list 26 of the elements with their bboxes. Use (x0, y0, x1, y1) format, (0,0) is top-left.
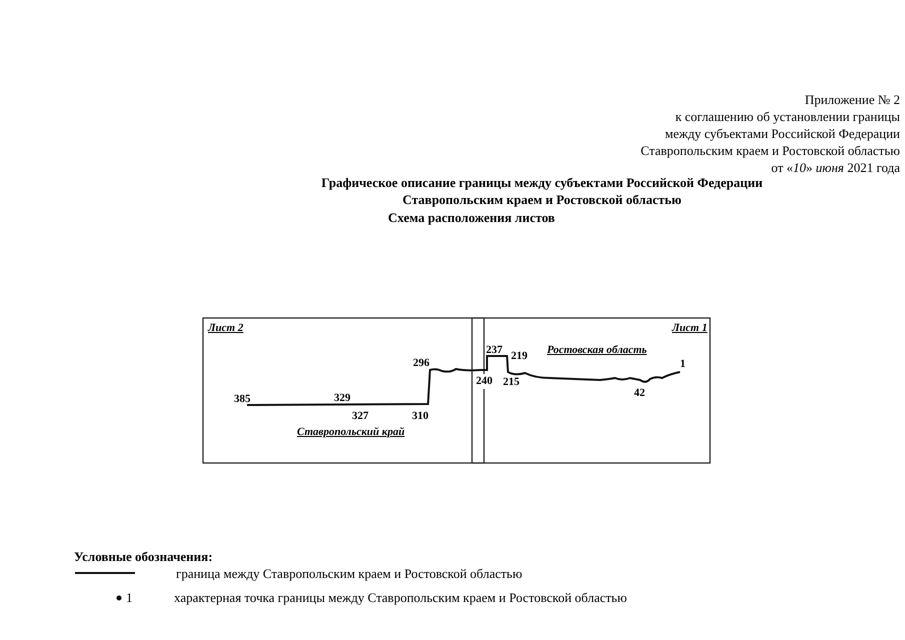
point-number: 215 (503, 375, 520, 390)
header-line: Ставропольским краем и Ростовской областью (640, 143, 900, 158)
header-line: между субъектами Российской Федерации (665, 126, 900, 141)
point-number: 42 (634, 386, 645, 401)
point-number: 385 (234, 392, 250, 407)
point-number: 327 (352, 409, 368, 424)
point-number: 296 (413, 356, 430, 371)
header-line: к соглашению об установлении границы (675, 109, 900, 124)
legend-text: граница между Ставропольским краем и Ростовской областью (176, 566, 522, 581)
legend-text: характерная точка границы между Ставропольским краем и Ростовской областью (174, 590, 627, 605)
point-number: 310 (412, 409, 428, 424)
sheet-label: Лист 2 (208, 321, 244, 336)
title: Графическое описание границы между субъектами Российской Федерации Ставропольским краем и Ростовской областью (320, 174, 764, 208)
region-name: Ростовская область (547, 343, 647, 358)
sheet-label: Лист 1 (672, 321, 708, 336)
date-line: от «10» июня 2021 года (771, 160, 900, 175)
region-name: Ставропольский край (297, 425, 405, 440)
subtitle: Схема расположения листов (388, 210, 555, 225)
point-number: 1 (680, 357, 686, 372)
point-number: 240 (476, 374, 492, 389)
point-number: 219 (511, 349, 528, 364)
point-number: 237 (486, 343, 502, 358)
appendix-number: Приложение № 2 (804, 92, 900, 107)
legend-point-number: 1 (126, 590, 132, 605)
point-number: 329 (334, 391, 350, 406)
legend-heading: Условные обозначения: (74, 549, 213, 564)
